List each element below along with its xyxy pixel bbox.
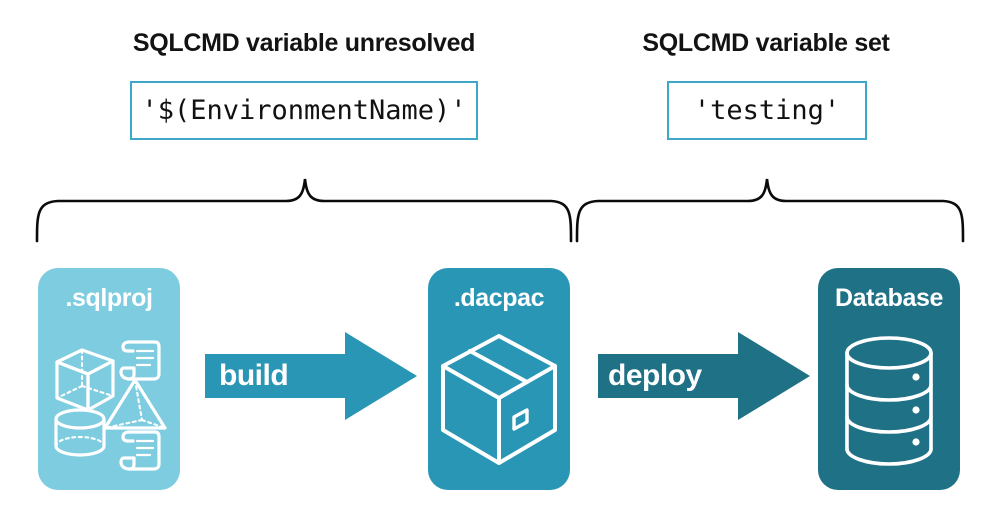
card-dacpac-label: .dacpac bbox=[453, 284, 545, 312]
card-dacpac[interactable]: .dacpac bbox=[428, 268, 570, 490]
card-sqlproj-artwork bbox=[54, 340, 167, 471]
cube-icon bbox=[55, 348, 115, 412]
arrow-deploy-shape bbox=[598, 332, 810, 420]
pyramid-icon bbox=[103, 378, 167, 430]
card-database-label: Database bbox=[835, 284, 943, 312]
arrow-build-shape bbox=[205, 332, 417, 420]
heading-sqlcmd-variable-unresolved: SQLCMD variable unresolved bbox=[132, 29, 476, 57]
brace-right-icon bbox=[575, 178, 965, 243]
card-sqlproj[interactable]: .sqlproj bbox=[38, 268, 180, 490]
card-sqlproj-label: .sqlproj bbox=[65, 284, 153, 312]
card-database[interactable]: Database bbox=[818, 268, 960, 490]
brace-left-icon bbox=[35, 178, 573, 243]
package-box-icon bbox=[441, 334, 557, 465]
cylinder-icon bbox=[54, 408, 106, 457]
code-box-environment-name: '$(EnvironmentName)' bbox=[130, 81, 478, 140]
scroll-icon-bottom bbox=[119, 430, 161, 471]
scroll-icon-top bbox=[119, 340, 161, 381]
card-dacpac-artwork bbox=[441, 334, 557, 465]
brace-group bbox=[35, 178, 965, 243]
heading-sqlcmd-variable-set: SQLCMD variable set bbox=[642, 29, 890, 57]
arrow-deploy: deploy bbox=[598, 332, 810, 420]
code-box-testing: 'testing' bbox=[667, 81, 867, 140]
database-cylinder-icon bbox=[845, 336, 933, 466]
card-database-artwork bbox=[845, 336, 933, 466]
arrow-build: build bbox=[205, 332, 417, 420]
